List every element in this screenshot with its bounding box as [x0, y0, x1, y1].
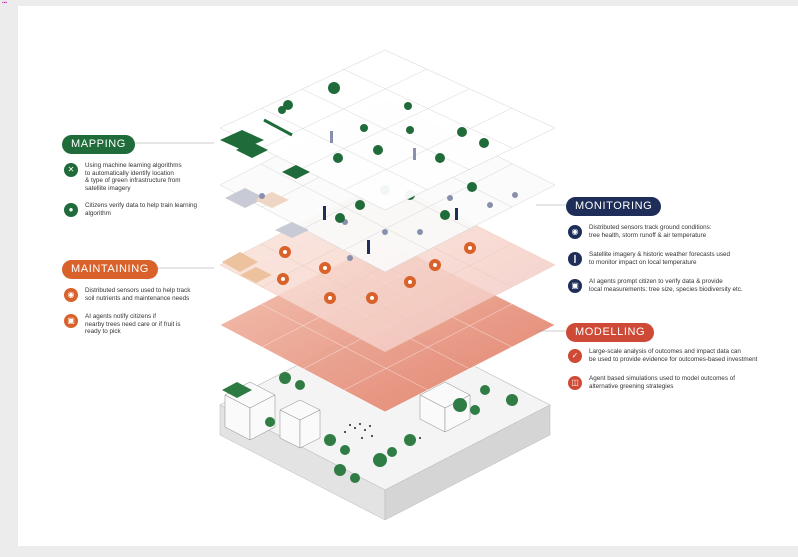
monitoring-item: ◉ Distributed sensors track ground condi… — [568, 224, 783, 239]
modelling-item-text: Agent based simulations used to model ou… — [589, 375, 735, 390]
maintaining-item: ▣ AI agents notify citizens if nearby tr… — [64, 313, 239, 336]
maintaining-section: MAINTAINING — [62, 259, 158, 279]
monitoring-item-text: Satellite imagery & historic weather for… — [589, 251, 731, 266]
checkmark-icon: ✓ — [568, 349, 582, 363]
satellite-icon: ✕ — [64, 163, 78, 177]
maintaining-item: ◉ Distributed sensors used to help track… — [64, 287, 239, 302]
mapping-item-text: Citizens verify data to help train learn… — [85, 202, 198, 217]
thermometer-icon: ❙ — [568, 252, 582, 266]
location-pin-icon: ● — [64, 203, 78, 217]
mapping-item: ● Citizens verify data to help train lea… — [64, 202, 239, 217]
mapping-item: ✕ Using machine learning algorithms to a… — [64, 162, 239, 192]
modelling-item: ✓ Large-scale analysis of outcomes and i… — [568, 348, 783, 363]
sensor-icon: ◉ — [568, 225, 582, 239]
modelling-item: ◫ Agent based simulations used to model … — [568, 375, 783, 390]
mapping-title: MAPPING — [62, 135, 135, 154]
maintaining-title: MAINTAINING — [62, 260, 158, 279]
monitoring-item-text: Distributed sensors track ground conditi… — [589, 224, 712, 239]
cube-icon: ◫ — [568, 376, 582, 390]
annotation-scribble: ▪▪▪ — [2, 0, 8, 6]
monitoring-item: ❙ Satellite imagery & historic weather f… — [568, 251, 783, 266]
monitoring-item-text: AI agents prompt citizen to verify data … — [589, 278, 743, 293]
modelling-section: MODELLING — [566, 322, 655, 342]
mapping-item-text: Using machine learning algorithms to aut… — [85, 162, 182, 192]
ai-agent-icon: ▣ — [64, 314, 78, 328]
monitoring-item: ▣ AI agents prompt citizen to verify dat… — [568, 278, 783, 293]
mapping-layer — [219, 49, 556, 211]
maintaining-item-text: AI agents notify citizens if nearby tree… — [85, 313, 181, 336]
ai-agent-icon: ▣ — [568, 279, 582, 293]
maintaining-item-text: Distributed sensors used to help track s… — [85, 287, 191, 302]
monitoring-section: MONITORING — [566, 196, 662, 216]
modelling-title: MODELLING — [566, 323, 655, 342]
mapping-section: MAPPING — [62, 134, 135, 154]
modelling-item-text: Large-scale analysis of outcomes and imp… — [589, 348, 758, 363]
sensor-icon: ◉ — [64, 288, 78, 302]
monitoring-title: MONITORING — [566, 197, 662, 216]
